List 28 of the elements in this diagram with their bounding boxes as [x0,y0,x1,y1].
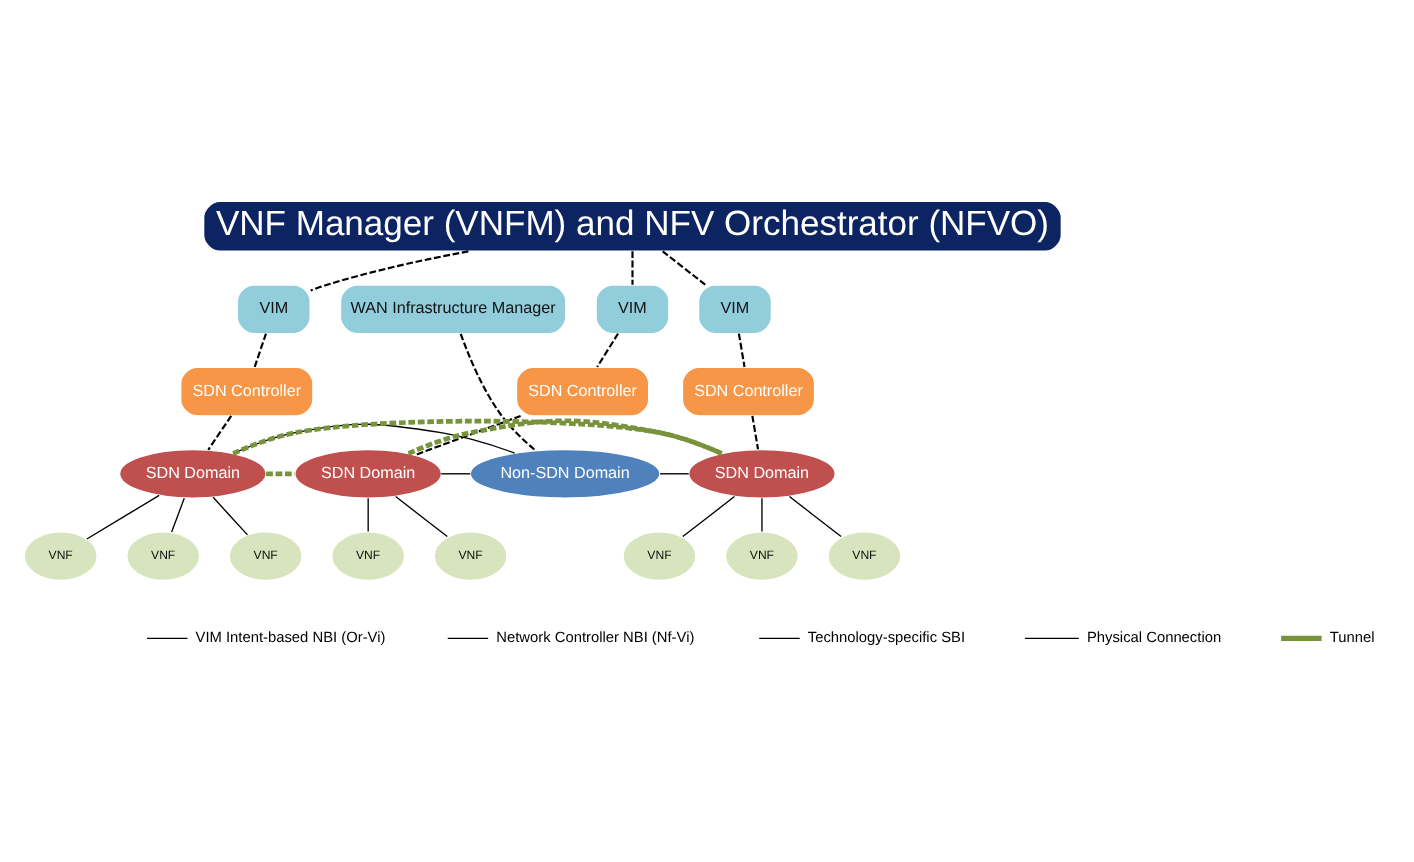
legend-label: Tunnel [1329,627,1375,646]
legend-label: Technology-specific SBI [807,627,966,646]
legend-label: Network Controller NBI (Nf-Vi) [496,627,695,646]
connector [788,494,842,537]
connector [266,470,295,476]
connector [212,495,249,535]
connector [367,496,369,532]
connector [682,494,736,537]
connector [440,472,471,474]
connector [86,493,160,539]
connector [394,494,448,537]
connector [407,417,723,455]
connector [737,332,746,367]
connector [659,472,690,474]
legend-label: Physical Connection [1086,627,1222,646]
connector [596,332,619,367]
connector [459,332,537,451]
connector [761,496,763,532]
connector [207,414,233,450]
connector [253,332,267,367]
legend-label: VIM Intent-based NBI (Or-Vi) [195,627,386,646]
connector [414,413,521,456]
connector [751,414,760,449]
connector [631,250,634,284]
connector [170,496,185,532]
connector [662,249,706,285]
connector [310,249,469,291]
node-box: VNF Manager (VNFM) and NFV Orchestrator (NFVO) [202,199,1062,251]
